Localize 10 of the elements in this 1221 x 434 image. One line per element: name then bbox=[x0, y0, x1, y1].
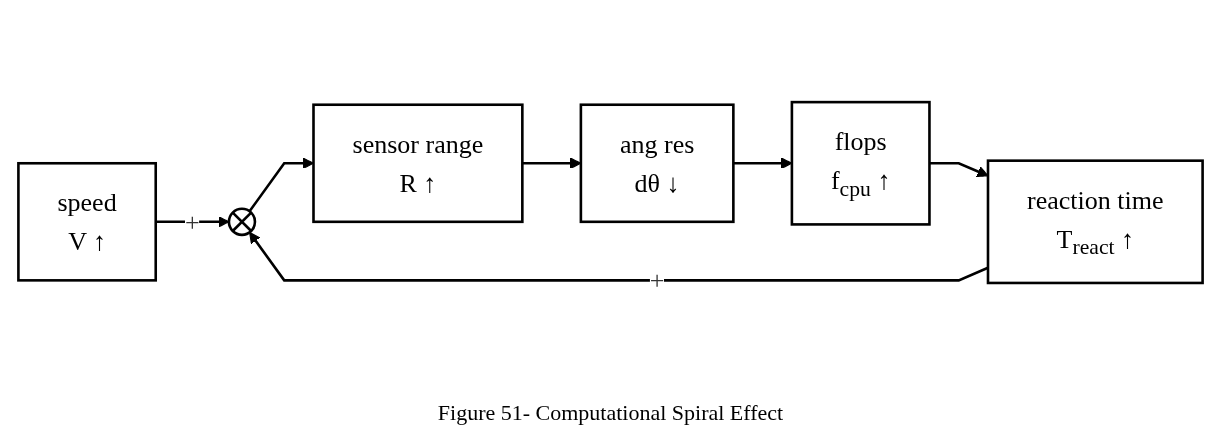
summing-junction bbox=[227, 207, 257, 237]
block-box: speed V ↑ bbox=[17, 161, 157, 282]
block-box: flops f$_{cpu}$ ↑ bbox=[790, 100, 931, 226]
block-box: sensor range R ↑ bbox=[312, 103, 524, 224]
arrow bbox=[249, 231, 989, 282]
figure-caption: Figure 51- Computational Spiral Effect bbox=[437, 400, 784, 426]
arrow bbox=[248, 157, 314, 213]
block-box: ang res dθ ↓ bbox=[579, 103, 735, 224]
block-box: reaction time T$_{react}$ ↑ bbox=[986, 159, 1204, 285]
arrow bbox=[929, 161, 989, 177]
